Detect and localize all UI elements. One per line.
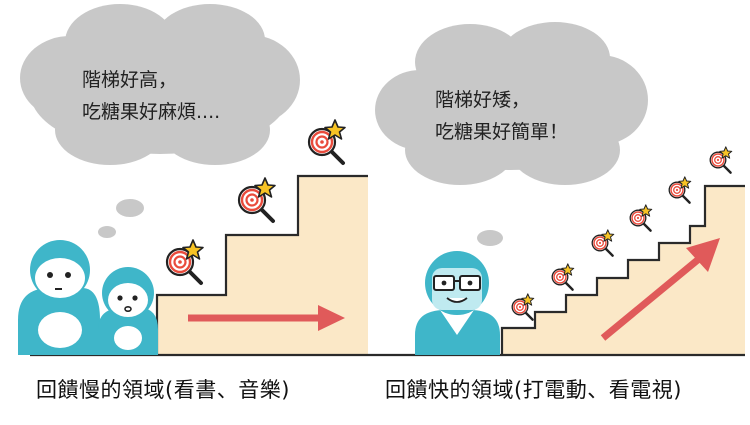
caption-fast-feedback: 回饋快的領域(打電動、看電視): [385, 378, 682, 402]
child-figure-1: [18, 240, 100, 355]
candy-icon: [629, 203, 653, 232]
candy-icon: [551, 262, 575, 291]
candy-icon: [165, 238, 205, 285]
arrow-flat: [188, 305, 345, 331]
thought-cloud-left: [20, 4, 300, 238]
thought-left-line2: 吃糖果好麻煩....: [82, 101, 221, 123]
child-figure-2: [98, 267, 158, 355]
adult-figure-glasses: [415, 251, 500, 355]
candy-icon: [237, 176, 277, 223]
thought-right-line2: 吃糖果好簡單！: [435, 121, 569, 143]
thought-right-line1: 階梯好矮，: [435, 89, 531, 111]
candy-icon: [307, 118, 347, 165]
thought-text-left: 階梯好高， 吃糖果好麻煩....: [82, 64, 220, 128]
thought-text-right: 階梯好矮， 吃糖果好簡單！: [435, 84, 568, 148]
caption-slow-feedback: 回饋慢的領域(看書、音樂): [36, 378, 290, 402]
short-stairs: [502, 186, 745, 355]
candy-icon: [511, 292, 535, 321]
candy-icon: [709, 145, 733, 174]
arrow-rising: [600, 238, 720, 341]
thought-left-line1: 階梯好高，: [82, 69, 178, 91]
candy-icon: [668, 175, 692, 204]
tall-stairs: [157, 176, 368, 355]
candy-icon: [591, 228, 615, 257]
thought-cloud-right: [375, 22, 648, 267]
